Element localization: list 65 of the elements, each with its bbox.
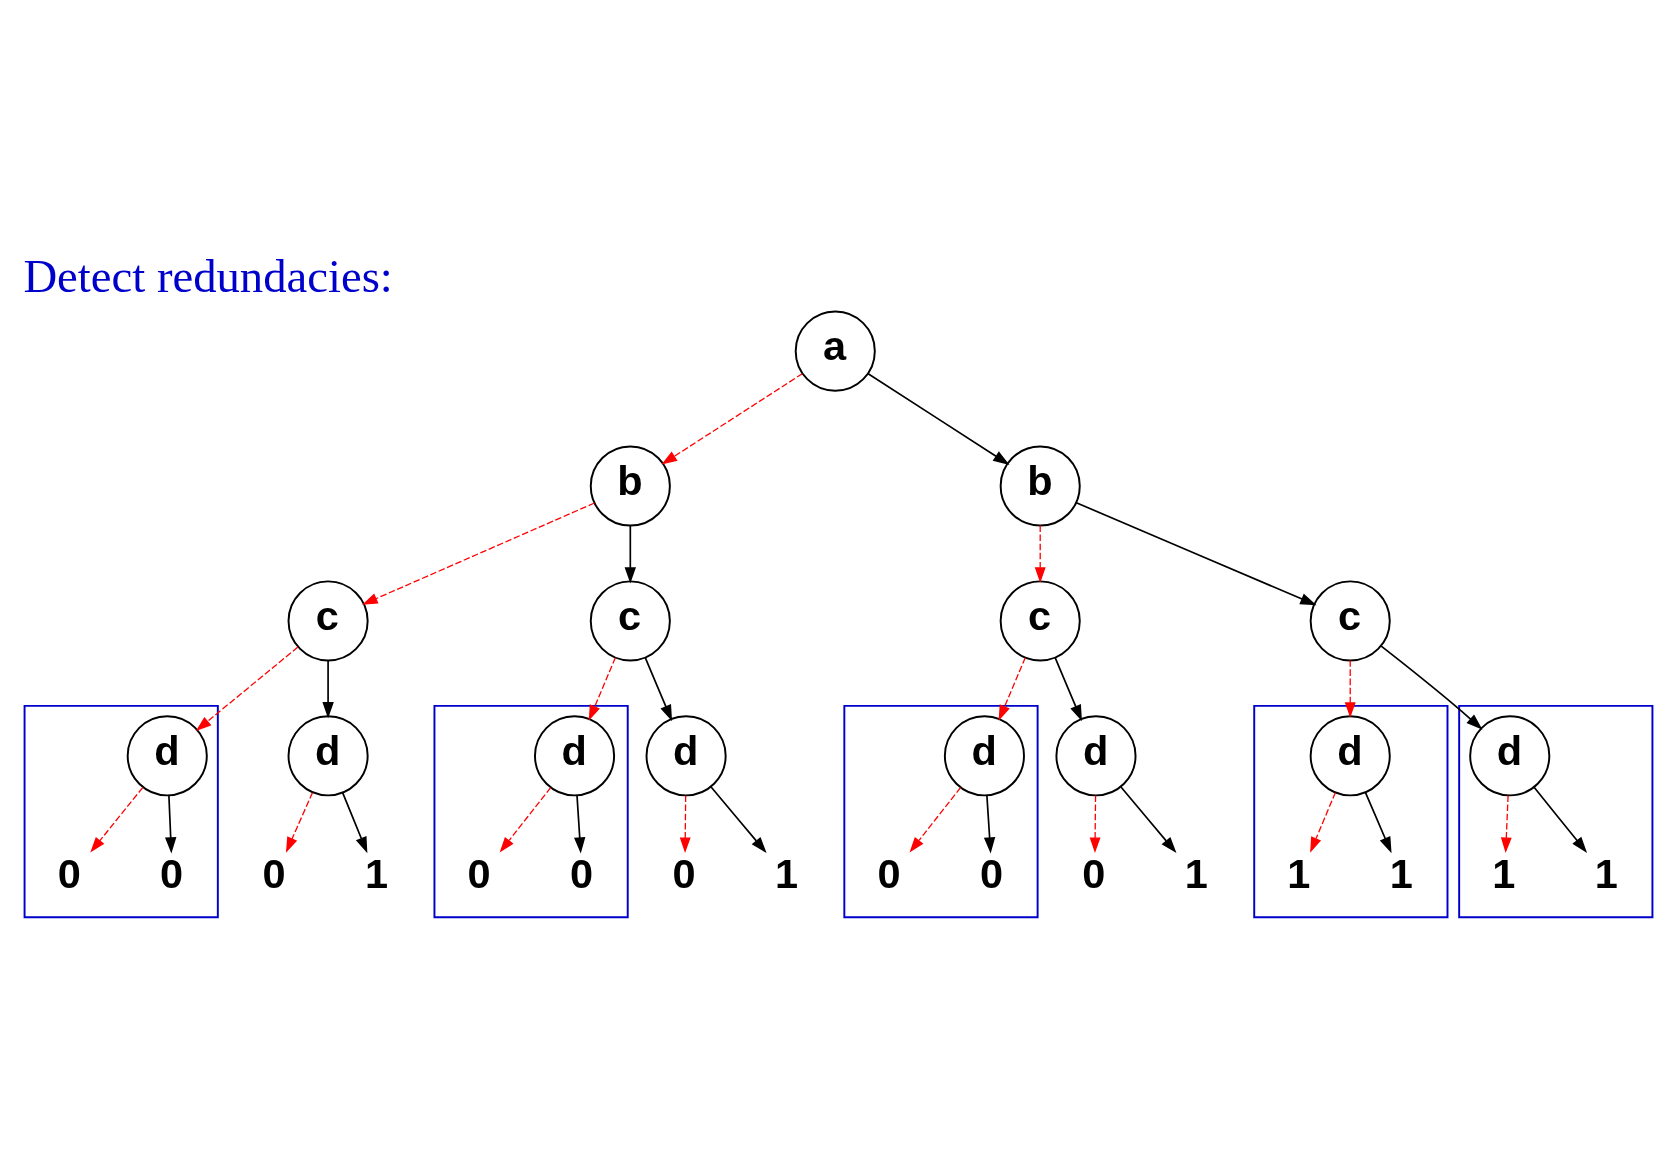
arrow <box>1034 524 1046 583</box>
arrow <box>285 791 313 853</box>
node-circle: a <box>794 310 876 392</box>
arrow <box>499 786 551 853</box>
arrow <box>866 372 1009 465</box>
cluster <box>1252 704 1448 918</box>
arrow <box>624 524 636 584</box>
node-text: 0 <box>569 849 593 897</box>
arrow <box>588 656 616 721</box>
diagram-title: Detect redundacies: <box>22 249 393 302</box>
node-text: 1 <box>774 849 798 897</box>
node-text: 1 <box>1184 849 1208 897</box>
node-circle: d <box>645 714 727 796</box>
node-circle: c <box>1309 579 1391 661</box>
arrow <box>1344 659 1356 718</box>
arrow <box>164 794 176 854</box>
node-circle: d <box>943 714 1025 796</box>
cluster <box>23 704 219 918</box>
arrow <box>679 794 691 853</box>
node-text: 1 <box>364 849 388 897</box>
arrow <box>909 786 961 853</box>
arrow <box>361 501 595 605</box>
node-circle: c <box>287 579 369 661</box>
node-circle: d <box>533 714 615 796</box>
node-text: 0 <box>262 849 286 897</box>
node-text: 0 <box>876 849 901 897</box>
node-text: 1 <box>1491 849 1515 897</box>
node-text: 0 <box>671 849 696 897</box>
arrow <box>321 659 334 718</box>
node-circle: d <box>1054 714 1136 796</box>
arrow <box>1364 791 1392 853</box>
node-text: 0 <box>467 849 491 897</box>
node-circle: d <box>287 714 369 796</box>
node-text: 1 <box>1594 849 1618 897</box>
arrow <box>195 645 298 731</box>
arrow <box>998 656 1026 721</box>
node-text: 1 <box>1389 849 1413 897</box>
arrow <box>341 791 367 853</box>
node-text: 0 <box>57 849 81 897</box>
node-circle: b <box>999 445 1081 527</box>
arrow <box>1532 786 1587 853</box>
arrow <box>1089 794 1101 853</box>
node-circle: c <box>589 579 671 661</box>
arrow <box>1053 656 1082 721</box>
node-text: 0 <box>159 849 183 897</box>
node-text: 0 <box>979 849 1003 897</box>
node-circle: d <box>126 714 208 796</box>
arrow <box>709 785 767 853</box>
cluster <box>1457 704 1653 918</box>
arrow <box>1500 794 1512 853</box>
arrow <box>1309 791 1336 853</box>
node-circle: b <box>589 445 671 527</box>
arrow <box>983 794 995 854</box>
node-text: 0 <box>1081 849 1105 897</box>
node-circle: d <box>1468 714 1550 796</box>
arrow <box>89 786 143 853</box>
node-circle: c <box>999 579 1081 661</box>
arrow <box>661 372 803 465</box>
arrow <box>643 656 672 721</box>
node-text: 1 <box>1286 849 1310 897</box>
arrow <box>1119 785 1176 853</box>
node-circle: d <box>1309 714 1391 796</box>
arrow <box>573 794 585 854</box>
arrow <box>1075 501 1317 605</box>
arrow <box>1379 644 1483 730</box>
